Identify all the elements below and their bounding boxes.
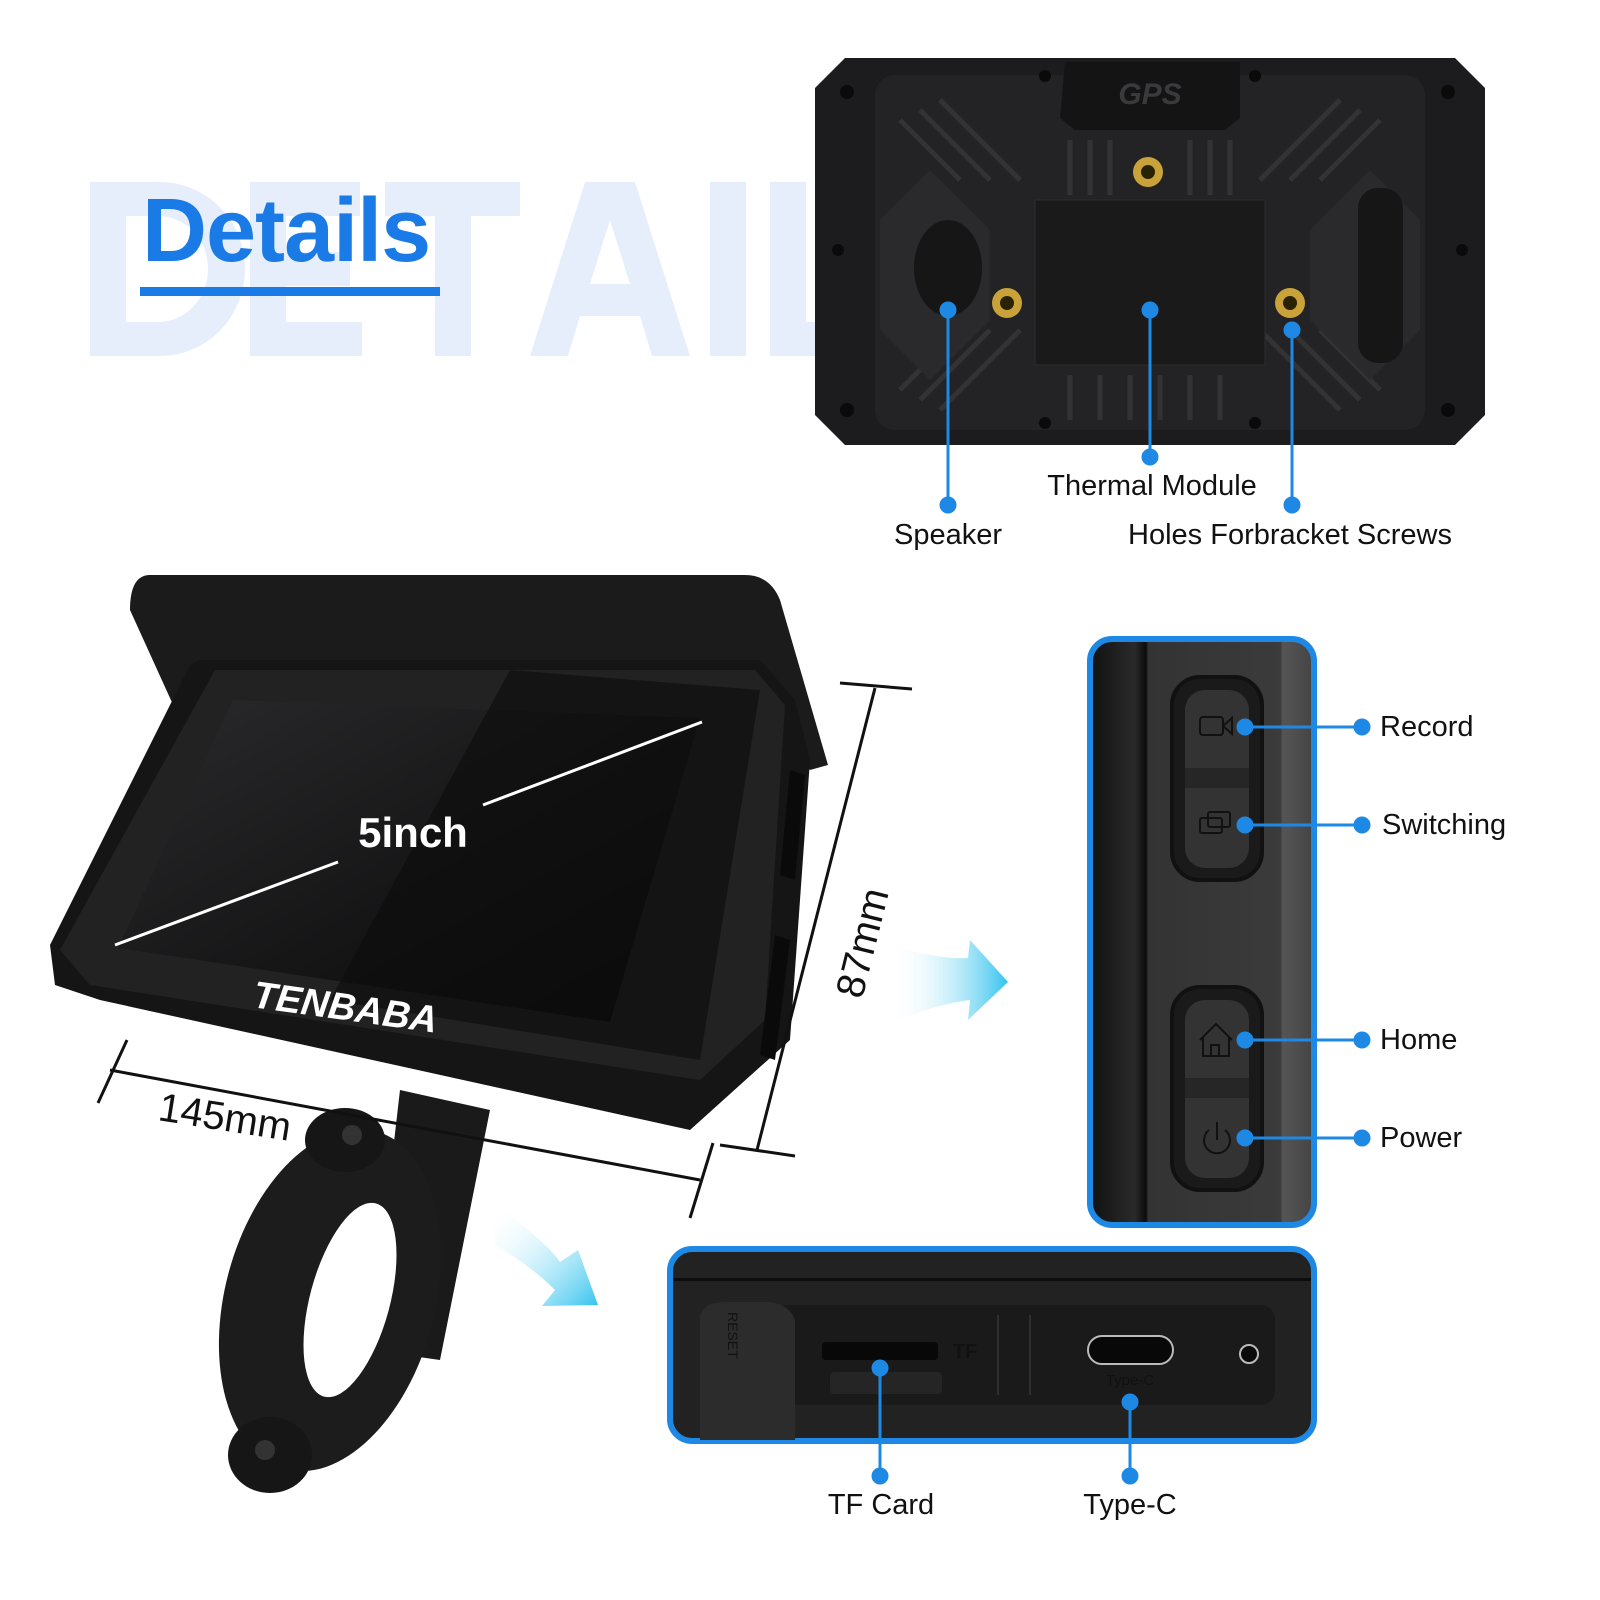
power-icon xyxy=(1203,1122,1231,1155)
watermark-letter-i xyxy=(710,182,746,356)
callout-thermal-module: Thermal Module xyxy=(1047,470,1257,502)
callout-tf-card: TF Card xyxy=(827,1489,935,1521)
back-callout-lines xyxy=(939,301,1301,514)
dimension-lines xyxy=(96,681,913,1219)
gps-label: GPS xyxy=(1118,78,1181,111)
reset-text: RESET xyxy=(725,1312,741,1359)
callout-speaker: Speaker xyxy=(893,519,1003,551)
reset-cover xyxy=(700,1302,795,1440)
callout-record: Record xyxy=(1380,711,1474,743)
page-title: Details xyxy=(142,181,431,281)
callout-bracket-screw-holes: Holes Forbracket Screws xyxy=(1128,519,1452,551)
height-dimension: 87mm xyxy=(828,884,898,1002)
bottom-callout-lines xyxy=(871,1359,1139,1485)
width-dimension: 145mm xyxy=(156,1085,295,1149)
watermark-letter-e xyxy=(250,182,362,356)
bracket-screw-holes xyxy=(992,157,1305,318)
switch-screens-icon xyxy=(1199,811,1231,834)
home-icon xyxy=(1199,1022,1233,1057)
type-c-port xyxy=(1087,1335,1174,1365)
title-underline xyxy=(140,287,440,296)
watermark-letter-t xyxy=(385,182,520,356)
watermark-graphic xyxy=(90,182,870,356)
arrow-down-right-icon xyxy=(495,1205,598,1306)
type-c-text: Type-C xyxy=(1106,1372,1155,1389)
callout-switching: Switching xyxy=(1382,809,1507,841)
device-back-view: GPS xyxy=(815,58,1485,445)
tf-text: TF xyxy=(953,1341,977,1363)
watermark-letter-l xyxy=(770,182,870,356)
callout-type-c: Type-C xyxy=(1083,1489,1177,1521)
callout-power: Power xyxy=(1380,1122,1463,1154)
device-front-view: 5inch TENBABA xyxy=(50,575,828,1493)
tf-card-slot xyxy=(822,1342,938,1360)
callout-home: Home xyxy=(1380,1024,1458,1056)
side-callout-lines xyxy=(1236,718,1371,1147)
watermark-letter-a xyxy=(530,182,690,356)
bottom-ports-panel: RESET TF xyxy=(667,1246,1317,1444)
arrow-right-icon xyxy=(890,940,1008,1025)
screen-size-label: 5inch xyxy=(358,809,468,856)
watermark-letter-d xyxy=(90,182,245,356)
